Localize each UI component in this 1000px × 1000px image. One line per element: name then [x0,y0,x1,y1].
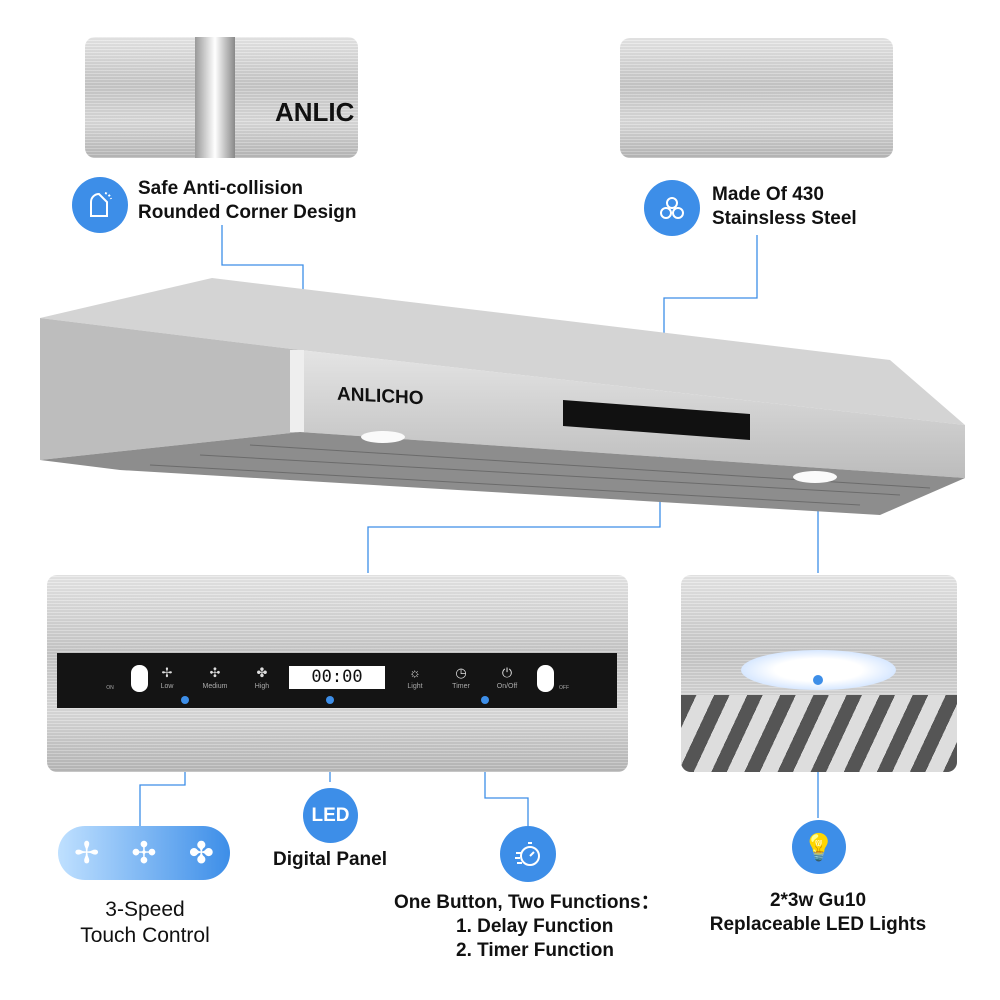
light-label: Light [407,683,423,690]
fan-icon: ✣ [131,836,157,870]
fan-icon: ✢ [74,836,100,870]
touch-control-strip: ON ✢ Low ✣ Medium ✤ High 00:00 ☼ Light ◷… [57,653,617,708]
fan-low-icon[interactable]: ✢ [161,665,173,680]
speed-line2: Touch Control [80,924,210,947]
timer-feature-label: One Button, Two Functions： 1. Delay Func… [394,891,660,963]
on-label: ON [106,685,114,691]
three-speed-fan-icons: ✢ ✣ ✤ [58,826,230,880]
fan-medium-icon[interactable]: ✣ [209,665,221,680]
led-display: 00:00 [289,666,385,689]
lights-feature-label: 2*3w Gu10 Replaceable LED Lights [690,889,946,937]
medium-label: Medium [202,683,228,690]
corner-detail-logo: ANLIC [275,97,355,127]
corner-feature-label: Safe Anti-collision Rounded Corner Desig… [138,177,357,225]
steel-feature-label: Made Of 430 Stainsless Steel [712,183,857,231]
timer-line2: 1. Delay Function [456,916,614,937]
led-feature-label: Digital Panel [272,849,388,870]
fan-icon: ✤ [188,836,214,870]
off-label: OFF [559,685,569,691]
low-label: Low [160,683,174,690]
timer-line1: One Button, Two Functions： [394,892,660,913]
led-light-image [681,575,957,772]
timer-icon[interactable]: ◷ [455,665,467,680]
corner-line1: Safe Anti-collision [138,178,304,199]
rounded-corner-icon [72,177,128,233]
off-touch-button[interactable] [537,665,554,692]
stopwatch-icon [500,826,556,882]
timer-label: Timer [452,683,470,690]
high-label: High [254,683,270,690]
corner-line2: Rounded Corner Design [138,202,357,223]
steel-texture-image [620,38,893,158]
light-bulb-icon: 💡 [792,820,846,874]
fan-high-icon[interactable]: ✤ [256,665,268,680]
lights-line2: Replaceable LED Lights [709,914,927,935]
timer-line3: 2. Timer Function [456,940,615,961]
led-badge-icon: LED [303,788,358,843]
speed-line1: 3-Speed [105,898,185,921]
speed-feature-label: 3-Speed Touch Control [40,897,250,949]
corner-detail-image: ANLIC [85,37,358,158]
steel-line1: Made Of 430 [712,184,824,205]
on-touch-button[interactable] [131,665,148,692]
light-icon[interactable]: ☼ [409,665,421,680]
steel-line2: Stainsless Steel [712,208,857,229]
control-panel-image: ON ✢ Low ✣ Medium ✤ High 00:00 ☼ Light ◷… [47,575,628,772]
lights-line1: 2*3w Gu10 [769,890,867,911]
steel-rolls-icon [644,180,700,236]
onoff-label: On/Off [496,683,518,690]
range-hood-image [40,278,965,515]
power-icon[interactable]: ⏻ [501,665,513,680]
